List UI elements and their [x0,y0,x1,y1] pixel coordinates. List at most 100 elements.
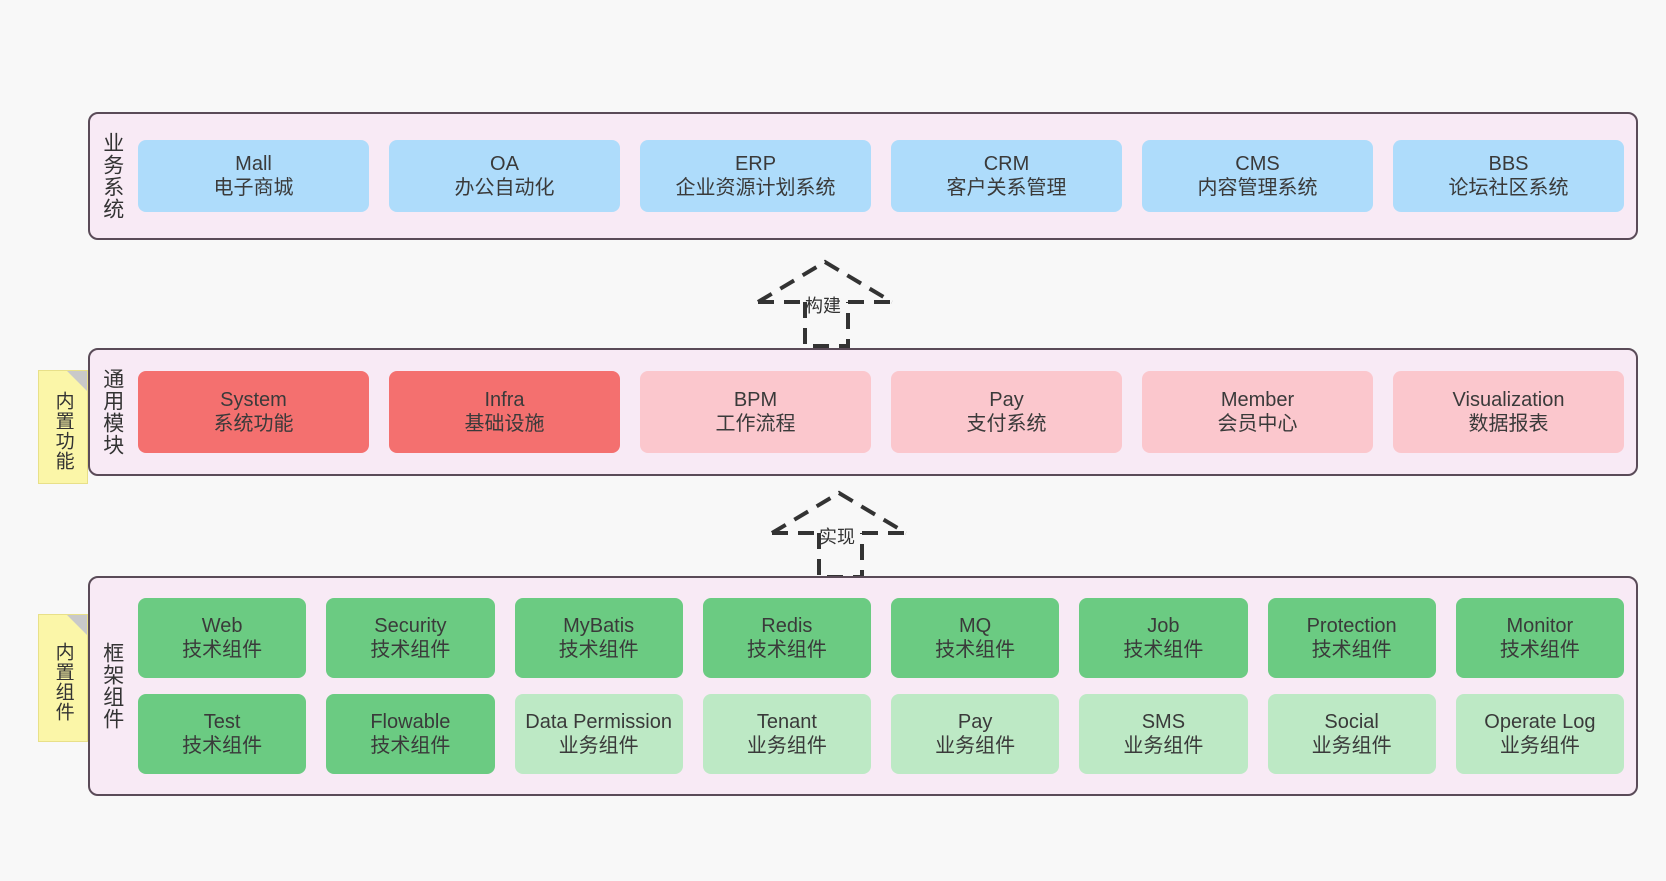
node-system[interactable]: System 系统功能 [138,371,369,453]
node-subtitle: 技术组件 [746,639,827,661]
node-subtitle: 业务组件 [746,735,827,757]
node-bbs[interactable]: BBS 论坛社区系统 [1393,140,1624,212]
node-redis[interactable]: Redis 技术组件 [702,598,871,678]
node-sms[interactable]: SMS 业务组件 [1079,694,1248,774]
node-subtitle: 企业资源计划系统 [675,177,836,199]
sticky-note-builtin-components: 内置组件 [38,614,88,742]
node-subtitle: 技术组件 [1499,639,1580,661]
node-erp[interactable]: ERP 企业资源计划系统 [640,140,871,212]
node-subtitle: 业务组件 [935,735,1016,757]
node-subtitle: 技术组件 [370,735,451,757]
row-technical-components: Web 技术组件 Security 技术组件 MyBatis 技术组件 Redi… [138,598,1624,678]
layer-business-system: 业务系统 Mall 电子商城 OA 办公自动化 ERP 企业资源计划系统 CRM… [88,112,1638,240]
page-fold-icon [67,615,87,635]
node-title: OA [490,152,519,175]
layer-body-business-system: Mall 电子商城 OA 办公自动化 ERP 企业资源计划系统 CRM 客户关系… [134,114,1636,238]
node-job[interactable]: Job 技术组件 [1079,598,1248,678]
node-title: Pay [957,710,993,733]
node-data-permission[interactable]: Data Permission 业务组件 [514,694,683,774]
node-social[interactable]: Social 业务组件 [1267,694,1436,774]
node-title: MyBatis [563,614,635,637]
node-mq[interactable]: MQ 技术组件 [891,598,1060,678]
sticky-note-builtin-functions: 内置功能 [38,370,88,484]
layer-title-common-module: 通用模块 [100,368,124,456]
node-title: Mall [235,152,272,175]
node-subtitle: 工作流程 [715,413,796,435]
node-title: Redis [761,614,813,637]
node-monitor[interactable]: Monitor 技术组件 [1455,598,1624,678]
node-subtitle: 业务组件 [1499,735,1580,757]
node-infra[interactable]: Infra 基础设施 [389,371,620,453]
arrow-label-implement: 实现 [819,527,855,547]
arrow-label-build: 构建 [805,296,841,316]
node-subtitle: 技术组件 [370,639,451,661]
node-title: Data Permission [525,710,672,733]
node-cms[interactable]: CMS 内容管理系统 [1142,140,1373,212]
layer-body-framework-component: Web 技术组件 Security 技术组件 MyBatis 技术组件 Redi… [134,578,1636,794]
node-protection[interactable]: Protection 技术组件 [1267,598,1436,678]
node-subtitle: 会员中心 [1217,413,1298,435]
node-title: Operate Log [1484,710,1596,733]
node-pay-module[interactable]: Pay 支付系统 [891,371,1122,453]
node-title: ERP [734,152,777,175]
node-title: Job [1147,614,1180,637]
node-subtitle: 技术组件 [182,735,263,757]
node-pay-component[interactable]: Pay 业务组件 [891,694,1060,774]
node-mall[interactable]: Mall 电子商城 [138,140,369,212]
node-title: Protection [1306,614,1397,637]
node-title: CMS [1235,152,1280,175]
node-title: Visualization [1452,388,1565,411]
node-title: Monitor [1506,614,1574,637]
node-subtitle: 业务组件 [1123,735,1204,757]
node-web[interactable]: Web 技术组件 [138,598,307,678]
layer-body-common-module: System 系统功能 Infra 基础设施 BPM 工作流程 Pay 支付系统… [134,350,1636,474]
node-subtitle: 技术组件 [558,639,639,661]
layer-title-framework-component: 框架组件 [100,642,124,730]
node-title: BPM [733,388,778,411]
node-subtitle: 数据报表 [1468,413,1549,435]
node-title: Test [203,710,241,733]
node-security[interactable]: Security 技术组件 [326,598,495,678]
node-subtitle: 系统功能 [213,413,294,435]
node-test[interactable]: Test 技术组件 [138,694,307,774]
node-title: CRM [983,152,1030,175]
node-title: Infra [484,388,525,411]
node-subtitle: 论坛社区系统 [1448,177,1569,199]
node-title: Pay [989,388,1024,411]
layer-framework-component: 框架组件 Web 技术组件 Security 技术组件 MyBatis 技术组件… [88,576,1638,796]
node-title: Flowable [370,710,451,733]
layer-common-module: 通用模块 System 系统功能 Infra 基础设施 BPM 工作流程 Pay… [88,348,1638,476]
node-tenant[interactable]: Tenant 业务组件 [702,694,871,774]
node-subtitle: 技术组件 [935,639,1016,661]
row-business-systems: Mall 电子商城 OA 办公自动化 ERP 企业资源计划系统 CRM 客户关系… [138,140,1624,212]
node-flowable[interactable]: Flowable 技术组件 [326,694,495,774]
node-title: Member [1220,388,1295,411]
node-oa[interactable]: OA 办公自动化 [389,140,620,212]
sticky-note-label: 内置功能 [52,391,74,471]
node-title: System [220,388,287,411]
node-title: BBS [1488,152,1529,175]
node-mybatis[interactable]: MyBatis 技术组件 [514,598,683,678]
node-subtitle: 业务组件 [558,735,639,757]
node-visualization[interactable]: Visualization 数据报表 [1393,371,1624,453]
node-subtitle: 业务组件 [1311,735,1392,757]
node-member[interactable]: Member 会员中心 [1142,371,1373,453]
node-operate-log[interactable]: Operate Log 业务组件 [1455,694,1624,774]
page-fold-icon [67,371,87,391]
sticky-note-label: 内置组件 [52,642,74,722]
node-subtitle: 支付系统 [966,413,1047,435]
row-business-components: Test 技术组件 Flowable 技术组件 Data Permission … [138,694,1624,774]
node-subtitle: 客户关系管理 [946,177,1067,199]
node-subtitle: 电子商城 [213,177,294,199]
node-crm[interactable]: CRM 客户关系管理 [891,140,1122,212]
node-subtitle: 办公自动化 [454,177,555,199]
node-title: MQ [959,614,992,637]
node-subtitle: 内容管理系统 [1197,177,1318,199]
node-title: Social [1324,710,1379,733]
node-subtitle: 技术组件 [1123,639,1204,661]
node-title: Web [201,614,243,637]
node-title: Security [374,614,447,637]
node-title: Tenant [756,710,817,733]
node-bpm[interactable]: BPM 工作流程 [640,371,871,453]
